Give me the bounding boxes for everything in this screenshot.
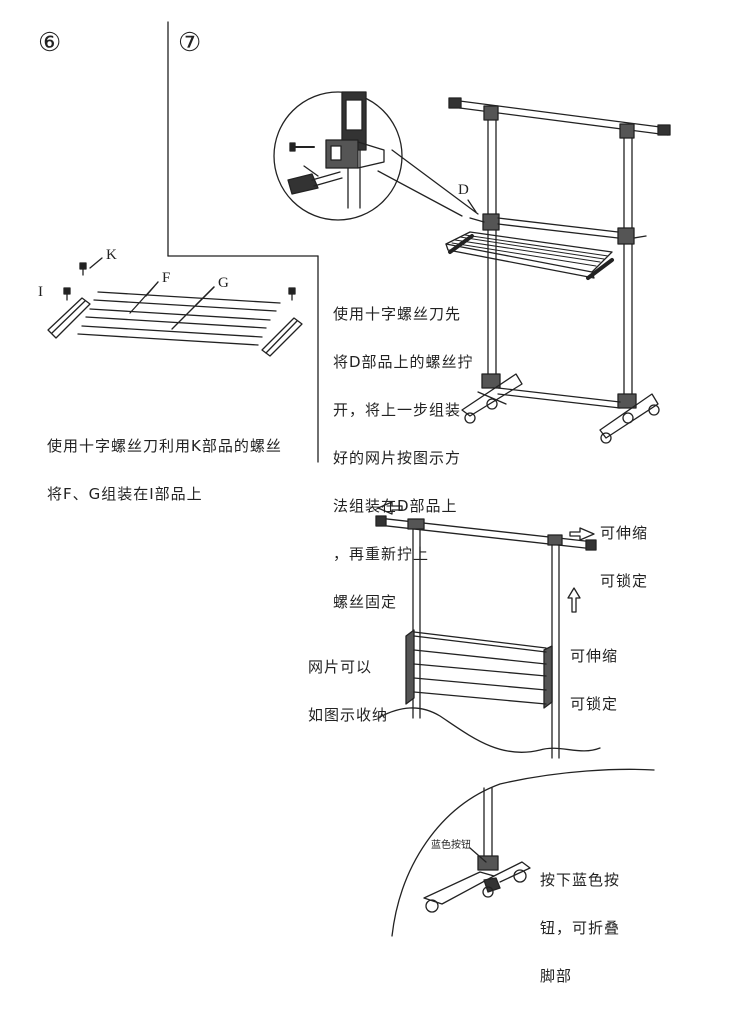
part-label-i: I	[38, 284, 43, 300]
step-six-number: ⑥	[38, 28, 62, 58]
step7-detail-magnifier	[273, 91, 479, 221]
part-label-f: F	[162, 270, 171, 286]
shelf-storage-note: 网片可以 如图示收纳	[308, 631, 388, 751]
caption-line: 开，将上一步组装	[333, 401, 462, 419]
telescopic-rack-figure	[375, 501, 601, 759]
note-line: 可锁定	[570, 695, 619, 713]
caption-line: 法组装在D部品上	[333, 497, 458, 515]
note-line: 按下蓝色按	[540, 871, 621, 889]
caption-line: ，再重新拧上	[333, 545, 430, 563]
part-label-d: D	[458, 182, 469, 198]
caption-line: 螺丝固定	[333, 593, 398, 611]
folding-note: 按下蓝色按 钮，可折叠 脚部	[540, 844, 620, 1012]
step-six-caption: 使用十字螺丝刀利用K部品的螺丝 将F、G组装在I部品上	[47, 410, 282, 530]
note-line: 钮，可折叠	[540, 919, 621, 937]
caption-line: 使用十字螺丝刀先	[333, 305, 462, 323]
part-label-k: K	[106, 247, 117, 263]
part-label-g: G	[218, 275, 229, 291]
caption-line: 将F、G组装在I部品上	[47, 485, 203, 503]
blue-button-label: 蓝色按钮	[431, 840, 471, 851]
pole-telescopic-note: 可伸缩 可锁定	[570, 620, 618, 740]
caption-line: 好的网片按图示方	[333, 449, 462, 467]
note-line: 可锁定	[600, 572, 649, 590]
screw-icon	[63, 262, 296, 301]
caption-line: 使用十字螺丝刀利用K部品的螺丝	[47, 437, 282, 455]
note-line: 脚部	[540, 967, 573, 985]
note-line: 网片可以	[308, 658, 373, 676]
step7-rack-figure	[445, 97, 671, 444]
note-line: 可伸缩	[600, 524, 649, 542]
caption-line: 将D部品上的螺丝拧	[333, 353, 474, 371]
step-frame-lines	[167, 21, 319, 463]
rod-telescopic-note: 可伸缩 可锁定	[600, 497, 648, 617]
assembly-illustrations	[47, 21, 671, 937]
step-seven-number: ⑦	[178, 28, 202, 58]
note-line: 如图示收纳	[308, 706, 389, 724]
step-seven-caption: 使用十字螺丝刀先 将D部品上的螺丝拧 开，将上一步组装 好的网片按图示方 法组装…	[333, 278, 474, 638]
folding-base-figure	[391, 768, 655, 937]
step6-shelf-parts	[47, 257, 303, 357]
note-line: 可伸缩	[570, 647, 619, 665]
